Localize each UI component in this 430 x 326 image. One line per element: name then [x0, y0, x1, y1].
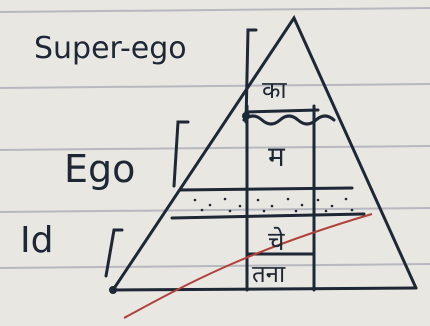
inner-text-top: का [262, 76, 287, 104]
inner-text-bottom-line2: तना [252, 260, 286, 288]
inner-text-middle: म [268, 140, 286, 173]
superego-label: Super-ego [34, 31, 187, 66]
red-annotation-line [123, 213, 373, 319]
ego-bracket [172, 120, 190, 188]
inner-text-bottom-line1: चे [268, 226, 285, 257]
ego-divider-upper [178, 186, 354, 192]
junction-dots [109, 112, 250, 294]
ego-divider-lower [170, 212, 366, 220]
wavy-water-line [242, 114, 336, 126]
triangle-sides [111, 14, 418, 292]
id-label: Id [20, 220, 53, 261]
superego-bracket [244, 28, 258, 124]
ego-label: Ego [64, 147, 135, 191]
level-brackets [104, 28, 258, 278]
notebook-ruled-lines [0, 7, 430, 269]
dotted-band [193, 197, 354, 213]
ruled-line [0, 7, 430, 13]
ruled-line [0, 207, 430, 213]
iceberg-triangle [111, 14, 418, 292]
ruled-line [0, 145, 430, 151]
triangle-base [111, 286, 418, 292]
ruled-line [0, 83, 430, 89]
ruled-line [0, 263, 430, 269]
superego-divider [244, 108, 320, 114]
id-bracket [104, 228, 124, 278]
